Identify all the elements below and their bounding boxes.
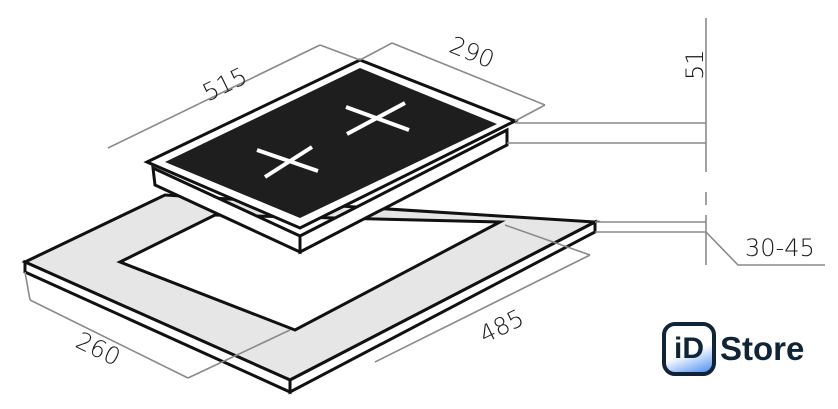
cutout [116, 213, 506, 332]
dim-label-260: 260 [71, 326, 124, 371]
glass-surface [165, 68, 497, 218]
dim-label-515: 515 [198, 62, 251, 107]
burner-icons [256, 101, 410, 179]
countertop [21, 193, 601, 395]
dim-label-485: 485 [475, 304, 528, 349]
dim-label-51: 51 [681, 49, 709, 80]
logo-text: Store [720, 330, 805, 367]
dim-label-30-45: 30-45 [745, 234, 815, 262]
dimension-lines [24, 18, 825, 379]
logo-mark: iD [662, 322, 716, 376]
idstore-logo: iD Store [662, 322, 804, 376]
